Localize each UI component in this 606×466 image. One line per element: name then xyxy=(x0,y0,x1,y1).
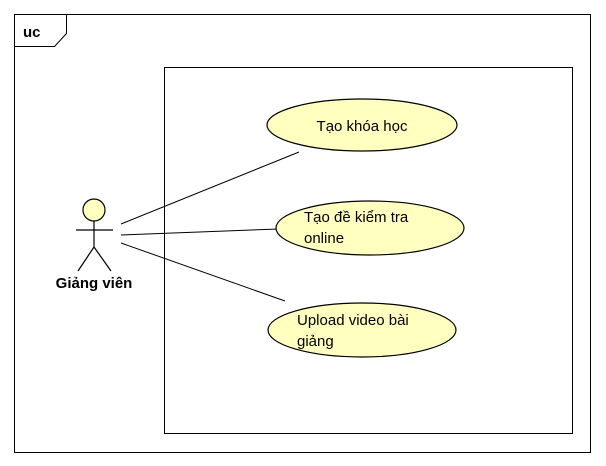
use-case-label-line-1: Upload video bài xyxy=(297,312,409,329)
use-case-create-course[interactable]: Tạo khóa học xyxy=(266,98,458,152)
use-case-label-line-2: giảng xyxy=(297,333,334,350)
association-line-2 xyxy=(120,228,279,236)
associations xyxy=(120,151,300,302)
actor-figure[interactable] xyxy=(76,198,113,272)
actor-left-leg xyxy=(77,246,95,272)
use-case-upload-lecture-video[interactable]: Upload video bài giảng xyxy=(267,302,457,358)
use-case-label-line-1: Tạo đề kiểm tra xyxy=(304,209,409,226)
use-case-ellipse xyxy=(266,98,458,152)
actor-name: Giảng viên xyxy=(56,275,133,292)
actor-right-leg xyxy=(93,246,112,272)
use-case-label-line-2: online xyxy=(304,230,344,247)
use-case-label: Tạo khóa học xyxy=(317,118,408,135)
frame-tag-box xyxy=(14,14,67,47)
use-case-ellipse xyxy=(267,302,457,358)
association-line-1 xyxy=(120,151,300,225)
association-line-3 xyxy=(120,242,286,302)
use-case-create-online-test[interactable]: Tạo đề kiểm tra online xyxy=(275,200,465,256)
frame-tag: uc xyxy=(23,24,41,41)
use-case-ellipse xyxy=(275,200,465,256)
actor-head xyxy=(82,198,106,222)
